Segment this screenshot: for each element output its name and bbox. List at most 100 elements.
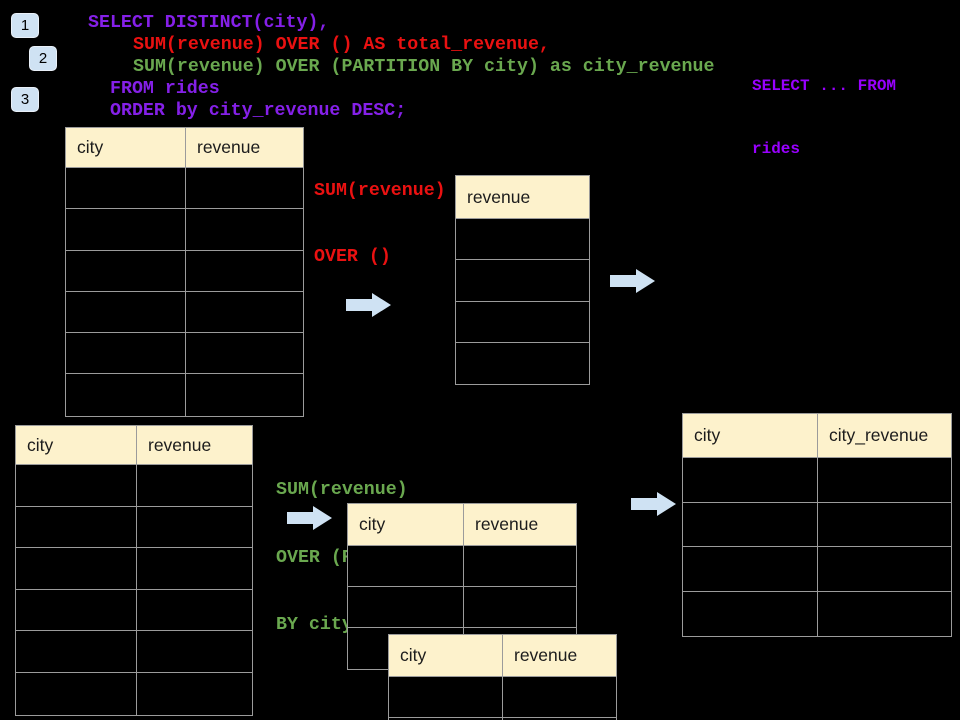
table-row <box>456 219 589 261</box>
right-arrow-icon <box>287 505 333 531</box>
right-arrow-icon <box>610 268 656 294</box>
table-header-row: city revenue <box>66 128 303 168</box>
table-row <box>66 209 303 251</box>
empty-cell <box>348 546 464 586</box>
empty-cell <box>186 168 303 208</box>
table-row <box>348 546 576 587</box>
column-header-city: city <box>683 414 818 457</box>
empty-cell <box>186 209 303 249</box>
table-row <box>66 250 303 292</box>
empty-cell <box>683 591 818 636</box>
empty-cell <box>464 546 576 586</box>
table-row <box>16 672 252 715</box>
column-header-revenue: revenue <box>197 137 261 157</box>
table-rides-bottom: city revenue <box>15 425 253 716</box>
right-arrow-icon <box>631 491 677 517</box>
empty-cell <box>456 343 589 384</box>
empty-cell <box>137 673 252 715</box>
empty-cell <box>137 465 252 506</box>
table-row <box>683 591 951 637</box>
sql-code-line-4: FROM rides <box>110 79 220 99</box>
table-row <box>16 631 252 673</box>
empty-cell <box>137 548 252 589</box>
empty-cell <box>186 333 303 373</box>
empty-cell <box>389 677 503 717</box>
empty-cell <box>16 672 137 715</box>
table-total-revenue: revenue <box>455 175 590 386</box>
column-header-revenue: revenue <box>148 434 212 455</box>
table-row <box>683 502 951 547</box>
empty-cell <box>16 506 137 548</box>
note-line: rides <box>752 140 801 158</box>
right-arrow-icon <box>346 292 392 318</box>
column-header-city: city <box>348 504 464 545</box>
column-header-revenue: revenue <box>475 514 539 534</box>
table-header-row: city city_revenue <box>683 414 951 458</box>
sql-code-line-1: SELECT DISTINCT(city), <box>88 13 330 33</box>
table-row <box>456 343 589 384</box>
table-header-row: city revenue <box>16 426 252 465</box>
table-row <box>456 302 589 343</box>
empty-cell <box>186 292 303 332</box>
empty-cell <box>456 302 589 342</box>
empty-cell <box>456 219 589 259</box>
step-badge-label: 2 <box>38 50 48 67</box>
table-row <box>683 547 951 592</box>
table-header-row: city revenue <box>348 504 576 546</box>
annotation-line: SUM(revenue) <box>276 480 408 500</box>
empty-cell <box>683 458 818 502</box>
empty-cell <box>186 374 303 415</box>
table-rides-top: city revenue <box>65 127 304 417</box>
table-row <box>16 548 252 590</box>
empty-cell <box>818 592 951 637</box>
column-header-revenue: revenue <box>514 645 578 665</box>
note-line: SELECT ... FROM <box>752 77 897 95</box>
empty-cell <box>137 507 252 548</box>
empty-cell <box>818 547 951 591</box>
table-row <box>16 465 252 507</box>
empty-cell <box>348 587 464 627</box>
annotation-sum-over-total: SUM(revenue) OVER () <box>314 136 446 312</box>
column-header-city-revenue: city_revenue <box>829 425 929 445</box>
empty-cell <box>16 589 137 631</box>
empty-cell <box>66 291 186 333</box>
table-header-row: city revenue <box>389 635 616 677</box>
sql-code-line-3: SUM(revenue) OVER (PARTITION BY city) as… <box>133 57 715 77</box>
note-select-from-rides: SELECT ... FROM rides <box>752 34 896 202</box>
empty-cell <box>16 548 137 589</box>
step-badge-label: 1 <box>20 17 30 34</box>
sql-code-line-5: ORDER by city_revenue DESC; <box>110 101 407 121</box>
empty-cell <box>389 718 503 720</box>
empty-cell <box>16 631 137 672</box>
sql-code-line-2: SUM(revenue) OVER () AS total_revenue, <box>133 35 550 55</box>
empty-cell <box>464 587 576 627</box>
column-header-city: city <box>66 128 186 167</box>
empty-cell <box>456 260 589 300</box>
empty-cell <box>186 251 303 291</box>
step-badge-2: 2 <box>29 46 57 71</box>
step-badge-label: 3 <box>20 91 30 108</box>
empty-cell <box>66 168 186 209</box>
table-row <box>66 291 303 334</box>
empty-cell <box>66 374 186 416</box>
empty-cell <box>683 547 818 591</box>
table-row <box>66 168 303 210</box>
table-header-row: revenue <box>456 176 589 219</box>
empty-cell <box>818 458 951 502</box>
table-partition-step-2: city revenue <box>388 634 617 720</box>
empty-cell <box>683 502 818 546</box>
step-badge-3: 3 <box>11 87 39 112</box>
table-row <box>389 718 616 720</box>
table-row <box>16 506 252 549</box>
column-header-city: city <box>389 635 503 676</box>
empty-cell <box>137 590 252 631</box>
table-city-revenue-result: city city_revenue <box>682 413 952 637</box>
empty-cell <box>66 333 186 374</box>
empty-cell <box>818 503 951 547</box>
table-row <box>456 260 589 302</box>
table-row <box>66 374 303 416</box>
table-row <box>66 333 303 375</box>
empty-cell <box>137 631 252 672</box>
table-row <box>389 677 616 718</box>
